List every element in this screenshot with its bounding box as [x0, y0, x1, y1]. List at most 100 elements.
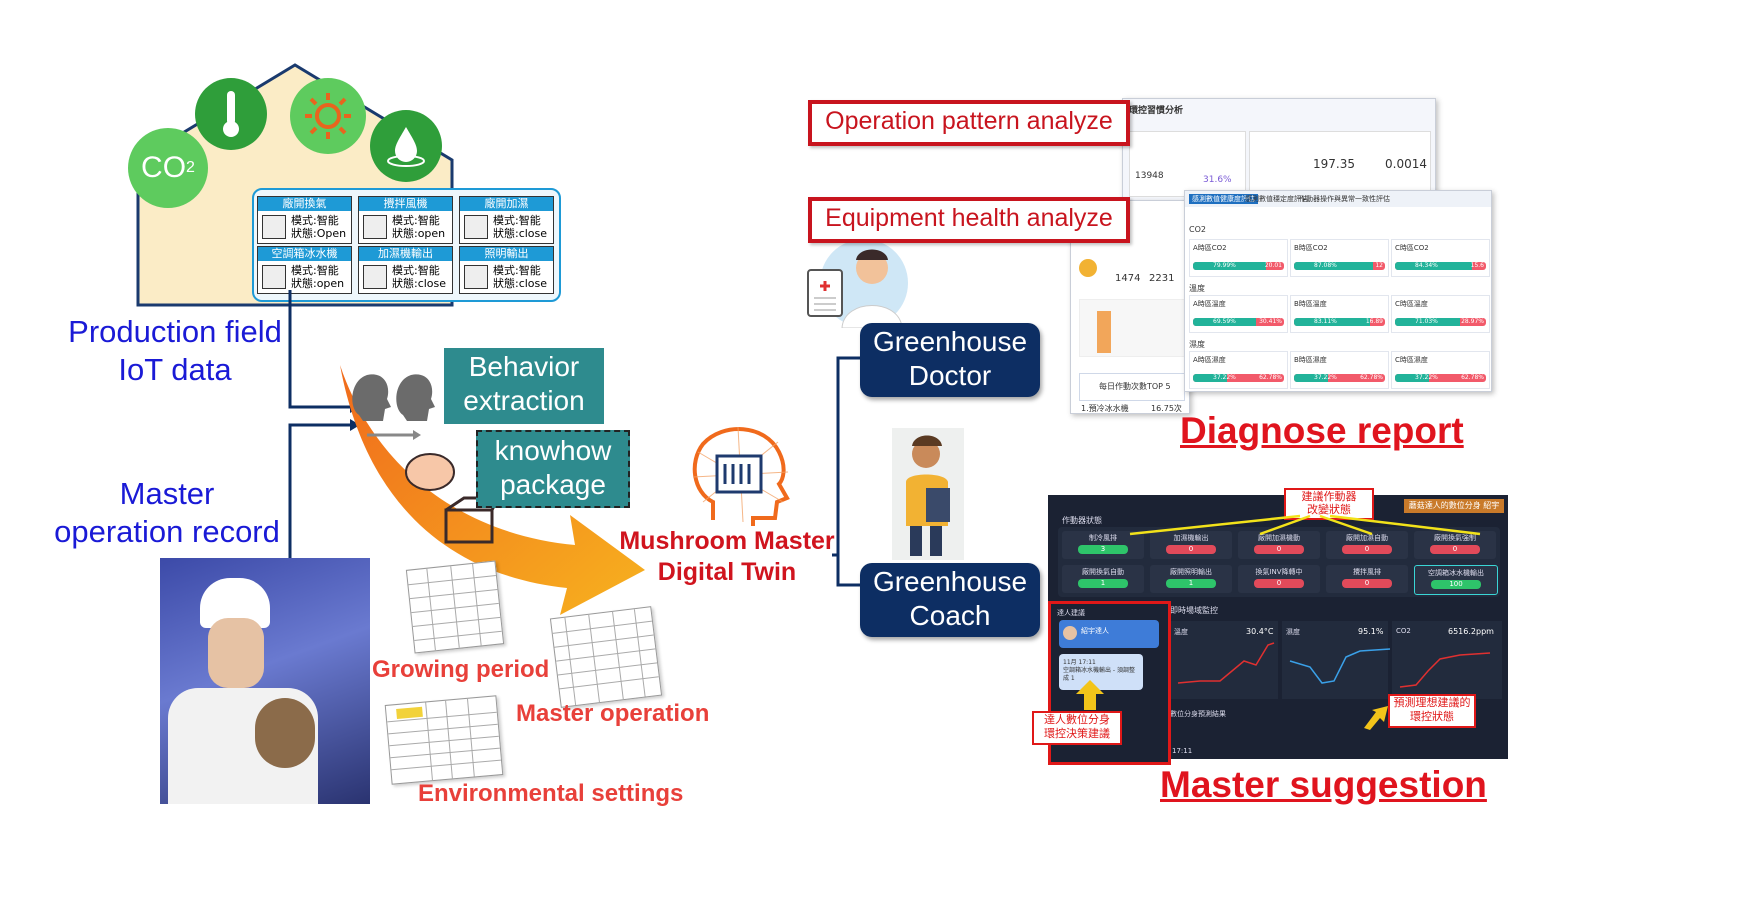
chiller-icon	[262, 265, 286, 289]
coach-icon	[892, 428, 964, 560]
evaluation-bad-pct: 12	[1375, 262, 1383, 269]
production-label-line1: Production field	[68, 314, 282, 349]
actuator-name: 廠開換氣自動	[1082, 568, 1124, 576]
production-field-label: Production field IoT data	[60, 313, 290, 389]
device-mode: 模式:智能	[291, 264, 339, 277]
evaluation-label: B時區CO2	[1294, 244, 1328, 252]
evaluation-bar-fill	[1193, 262, 1266, 270]
evaluation-good-pct: 37.22%	[1415, 374, 1438, 381]
device-title: 加濕機輸出	[359, 247, 452, 261]
actuator-value: 0	[1166, 545, 1216, 554]
actuator-value: 3	[1078, 545, 1128, 554]
device-mode: 模式:智能	[291, 214, 339, 227]
behavior-line1: Behavior	[468, 351, 580, 382]
digital-twin-label: Mushroom Master Digital Twin	[617, 526, 837, 588]
knowledge-flow-arrow	[340, 365, 645, 615]
doctor-line2: Doctor	[908, 360, 992, 391]
actuator-name: 換氣INV降轉中	[1255, 568, 1303, 576]
master-photo	[160, 558, 370, 804]
device-card: 廠開換氣模式:智能狀態:Open	[257, 196, 352, 244]
section-hum: 濕度	[1189, 340, 1205, 349]
device-title: 照明輸出	[460, 247, 553, 261]
callout-right-line1: 預測理想建議的	[1393, 696, 1471, 709]
production-label-line2: IoT data	[118, 352, 232, 387]
avatar-name: 紹宇達人	[1081, 627, 1109, 635]
evaluation-bar-fill	[1395, 318, 1460, 326]
evaluation-bar-fill	[1395, 374, 1429, 382]
report-tab1: 感測數值健康度評估	[1189, 194, 1258, 204]
behavior-line2: extraction	[463, 385, 585, 416]
humidifier-icon	[363, 265, 387, 289]
thermometer-icon	[195, 78, 267, 150]
co2-dash-label: CO2	[1396, 627, 1411, 635]
hum-value: 95.1%	[1358, 627, 1384, 636]
callout-left: 達人數位分身 環控決策建議	[1032, 711, 1122, 745]
evaluation-good-pct: 69.59%	[1213, 318, 1236, 325]
actuator-value: 0	[1430, 545, 1480, 554]
callout-left-line1: 達人數位分身	[1044, 713, 1110, 726]
report-tab2: 感測數值穩定度評估	[1245, 195, 1308, 203]
evaluation-bar-fill	[1193, 318, 1256, 326]
device-card: 照明輸出模式:智能狀態:close	[459, 246, 554, 294]
chat-time: 11月 17:11	[1063, 659, 1096, 666]
twin-label-line2: Digital Twin	[657, 558, 797, 586]
evaluation-good-pct: 37.22%	[1314, 374, 1337, 381]
top5-item: 1.預冷冰水機	[1081, 404, 1129, 413]
evaluation-good-pct: 71.03%	[1415, 318, 1438, 325]
master-label-line1: Master	[119, 476, 215, 511]
report-pct: 31.6%	[1203, 175, 1232, 185]
master-operation-sheet	[549, 606, 663, 708]
faucet-icon	[464, 215, 488, 239]
device-state: 狀態:open	[392, 227, 446, 240]
evaluation-good-pct: 87.08%	[1314, 262, 1337, 269]
device-card: 攪拌風機模式:智能狀態:open	[358, 196, 453, 244]
section-co2: CO2	[1189, 225, 1206, 234]
evaluation-good-pct: 37.22%	[1213, 374, 1236, 381]
water-drop-icon	[370, 110, 442, 182]
actuator-value: 0	[1342, 579, 1392, 588]
knowhow-line2: package	[500, 469, 606, 500]
actuator-name: 廠開照明輸出	[1170, 568, 1212, 576]
actuator-name: 制冷風排	[1089, 534, 1117, 542]
evaluation-bad-pct: 15.6	[1470, 262, 1484, 269]
callout-right-line2: 環控狀態	[1410, 710, 1454, 723]
callout-top-line1: 建議作動器	[1301, 490, 1357, 503]
co2-a-value: 1474	[1115, 273, 1141, 284]
evaluation-bar: 37.22%62.78%	[1193, 374, 1284, 382]
evaluation-bar: 79.99%20.01	[1193, 262, 1284, 270]
device-mode: 模式:智能	[392, 264, 440, 277]
knowhow-package-box: knowhow package	[476, 430, 630, 508]
device-state: 狀態:close	[392, 277, 447, 290]
evaluation-bar: 37.22% 62.78%	[1294, 374, 1385, 382]
evaluation-label: C時區濕度	[1395, 356, 1428, 364]
actuator-value: 0	[1254, 579, 1304, 588]
master-label-line2: operation record	[54, 514, 280, 549]
temp-label: 溫度	[1174, 628, 1188, 636]
evaluation-bar: 87.08% 12	[1294, 262, 1385, 270]
co2-label: CO	[141, 151, 187, 184]
actuator-name: 空調箱冰水機輸出	[1428, 569, 1484, 577]
heads-icon	[352, 374, 435, 440]
growing-period-sheet	[405, 560, 505, 654]
operation-pattern-label: Operation pattern analyze	[808, 100, 1130, 146]
diagnose-report-title: Diagnose report	[1180, 410, 1464, 451]
knowhow-line1: knowhow	[494, 435, 612, 466]
device-mode: 模式:智能	[392, 214, 440, 227]
hum-label: 濕度	[1286, 628, 1300, 636]
master-record-label: Master operation record	[42, 475, 292, 551]
co2-side-screenshot: 1474 2231 每日作動次數TOP 5 1.預冷冰水機 16.75次	[1070, 200, 1190, 414]
coach-line2: Coach	[909, 600, 991, 631]
evaluation-label: A時區CO2	[1193, 244, 1227, 252]
actuator-name: 加濕機輸出	[1173, 534, 1209, 542]
evaluation-bad-pct: 62.78%	[1360, 374, 1383, 381]
evaluation-bar: 71.03%28.97%	[1395, 318, 1486, 326]
actuator-value: 100	[1431, 580, 1481, 589]
report-count: 13948	[1135, 171, 1164, 181]
section-predict: 數位分身預測結果	[1170, 710, 1226, 718]
